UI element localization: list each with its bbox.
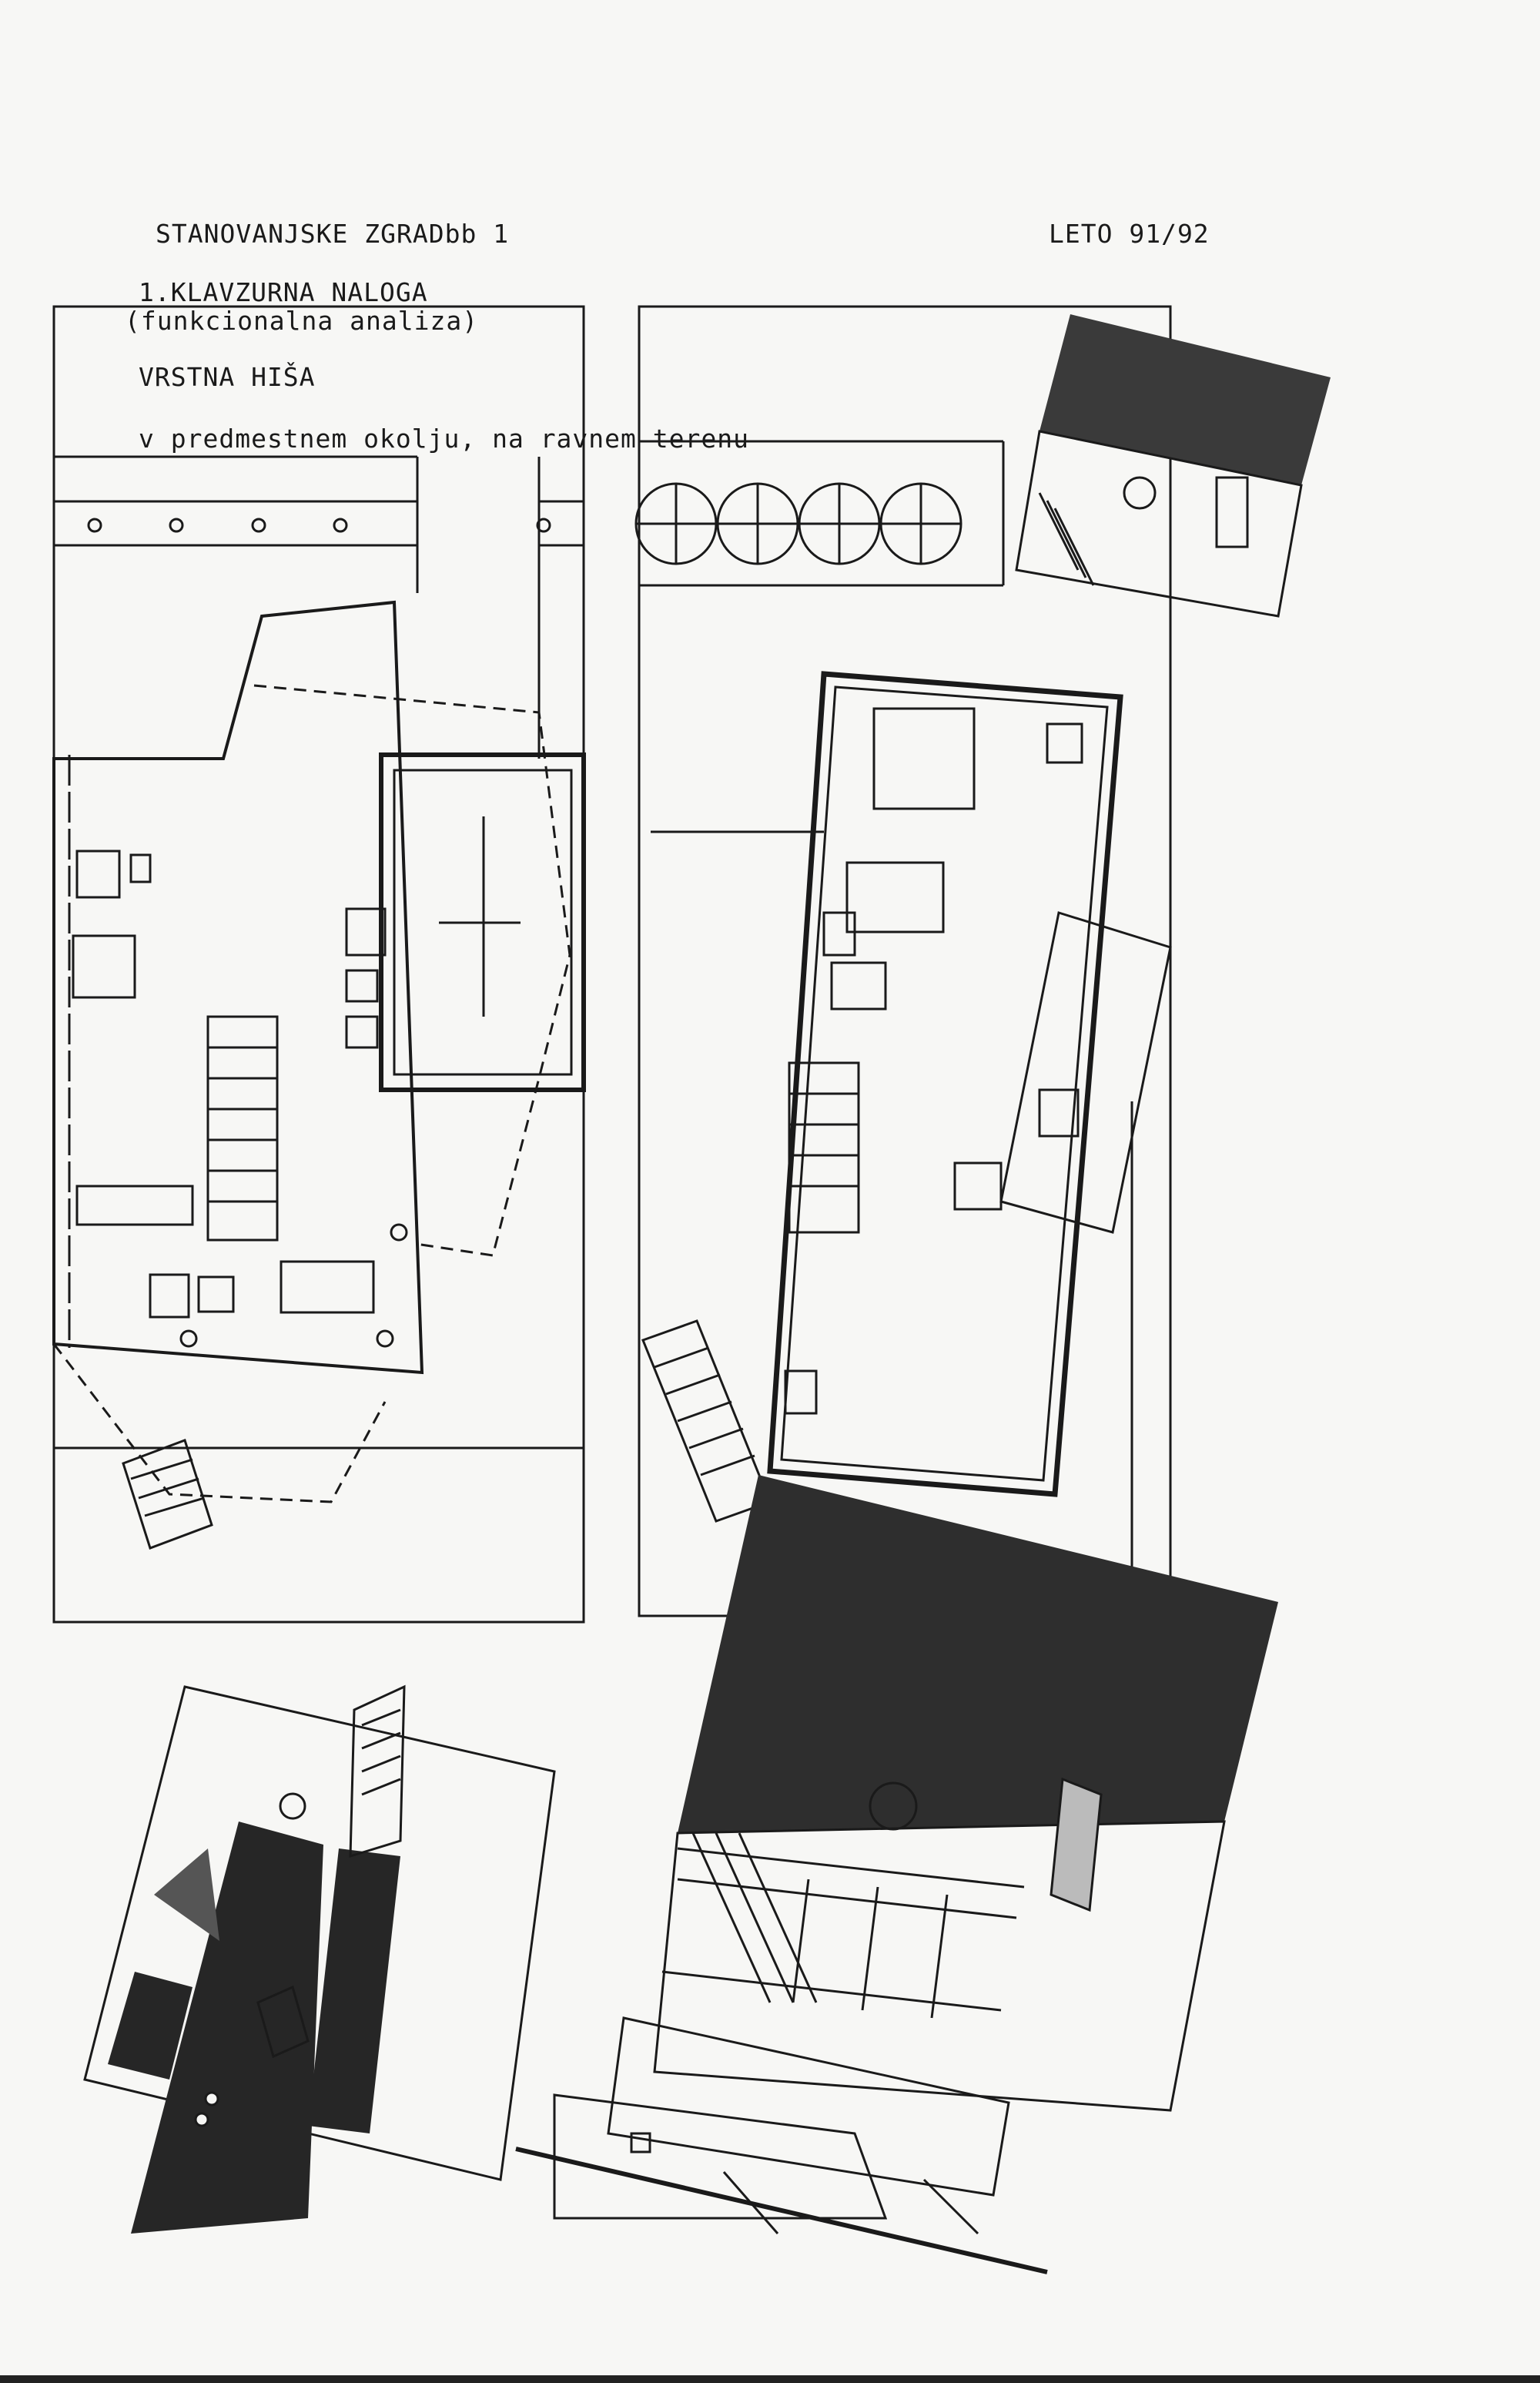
course-title: STANOVANJSKE ZGRADbb 1 — [156, 219, 510, 249]
project-site: v predmestnem okolju, na ravnem terenu — [139, 424, 749, 454]
axonometric-large — [515, 1475, 1278, 2274]
project-type: VRSTNA HIŠA — [139, 362, 316, 392]
axonometric-small — [1015, 314, 1331, 618]
upper-floor-plan — [634, 305, 1172, 1617]
scan-edge — [0, 2375, 1540, 2383]
ground-floor-plan — [52, 305, 586, 1624]
task-subtitle: (funkcionalna analiza) — [125, 306, 479, 336]
term-label: LETO 91/92 — [1049, 219, 1210, 249]
task-title: 1.KLAVZURNA NALOGA — [139, 277, 428, 307]
axonometric-left — [83, 1684, 556, 2234]
